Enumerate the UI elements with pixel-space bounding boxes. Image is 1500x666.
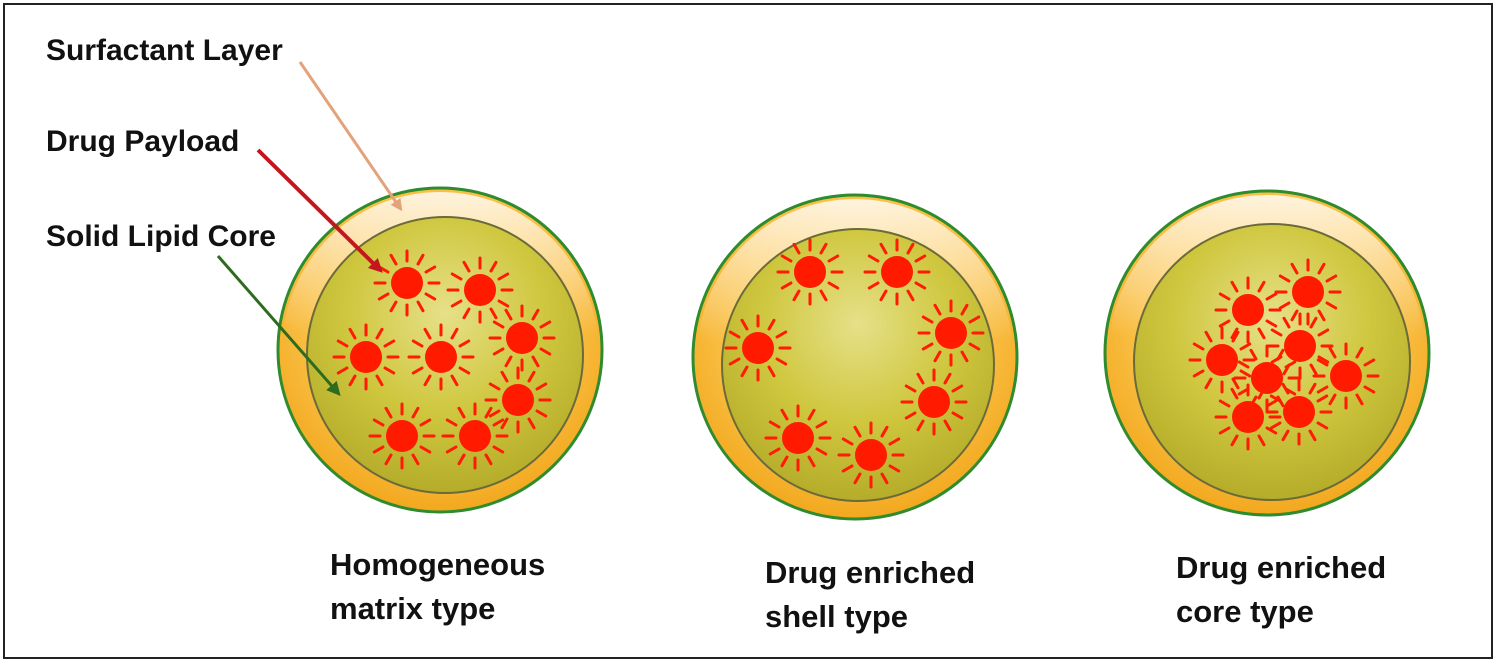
particle-shell — [691, 193, 1019, 521]
drug-payload-icon — [484, 366, 552, 434]
drug-payload-icon — [368, 402, 436, 470]
particle-homogeneous — [276, 186, 604, 514]
caption-line: core type — [1176, 594, 1314, 629]
drug-payload-icon — [1233, 344, 1301, 412]
drug-payload-icon — [1312, 342, 1380, 410]
drug-payload-icon — [1274, 258, 1342, 326]
drug-payload-icon — [1214, 383, 1282, 451]
drug-payload-icon — [373, 249, 441, 317]
drug-payload-icon — [1214, 276, 1282, 344]
drug-payload-icon — [1265, 378, 1333, 446]
caption-line: Homogeneous — [330, 547, 546, 582]
caption-homogeneous: Homogeneous matrix type — [330, 543, 545, 631]
surfactant-arrow — [298, 61, 403, 212]
drug-payload-group — [724, 238, 985, 489]
drug-payload-group — [1188, 258, 1380, 451]
drug-payload-icon — [488, 304, 556, 372]
drug-payload-icon — [863, 238, 931, 306]
drug-payload-icon — [407, 323, 475, 391]
drug-payload-icon — [900, 368, 968, 436]
solid-lipid-core-label: Solid Lipid Core — [46, 220, 276, 253]
drug-payload-arrow — [256, 148, 383, 273]
surfactant-layer-label: Surfactant Layer — [46, 34, 283, 67]
drug-payload-icon — [764, 404, 832, 472]
drug-payload-label: Drug Payload — [46, 125, 240, 158]
drug-payload-group — [332, 249, 556, 470]
solid-lipid-core-arrow — [216, 255, 341, 397]
caption-line: Drug enriched — [1176, 550, 1387, 585]
drug-payload-icon — [776, 238, 844, 306]
caption-line: matrix type — [330, 591, 496, 626]
drug-payload-icon — [917, 299, 985, 367]
drug-payload-icon — [724, 314, 792, 382]
caption-line: shell type — [765, 599, 908, 634]
particle-core — [1103, 189, 1431, 517]
drug-payload-icon — [441, 402, 509, 470]
caption-core: Drug enriched core type — [1176, 546, 1386, 634]
drug-payload-icon — [837, 421, 905, 489]
drug-payload-icon — [1188, 326, 1256, 394]
drug-payload-icon — [446, 256, 514, 324]
drug-payload-icon — [332, 323, 400, 391]
caption-shell: Drug enriched shell type — [765, 551, 975, 639]
caption-line: Drug enriched — [765, 555, 976, 590]
